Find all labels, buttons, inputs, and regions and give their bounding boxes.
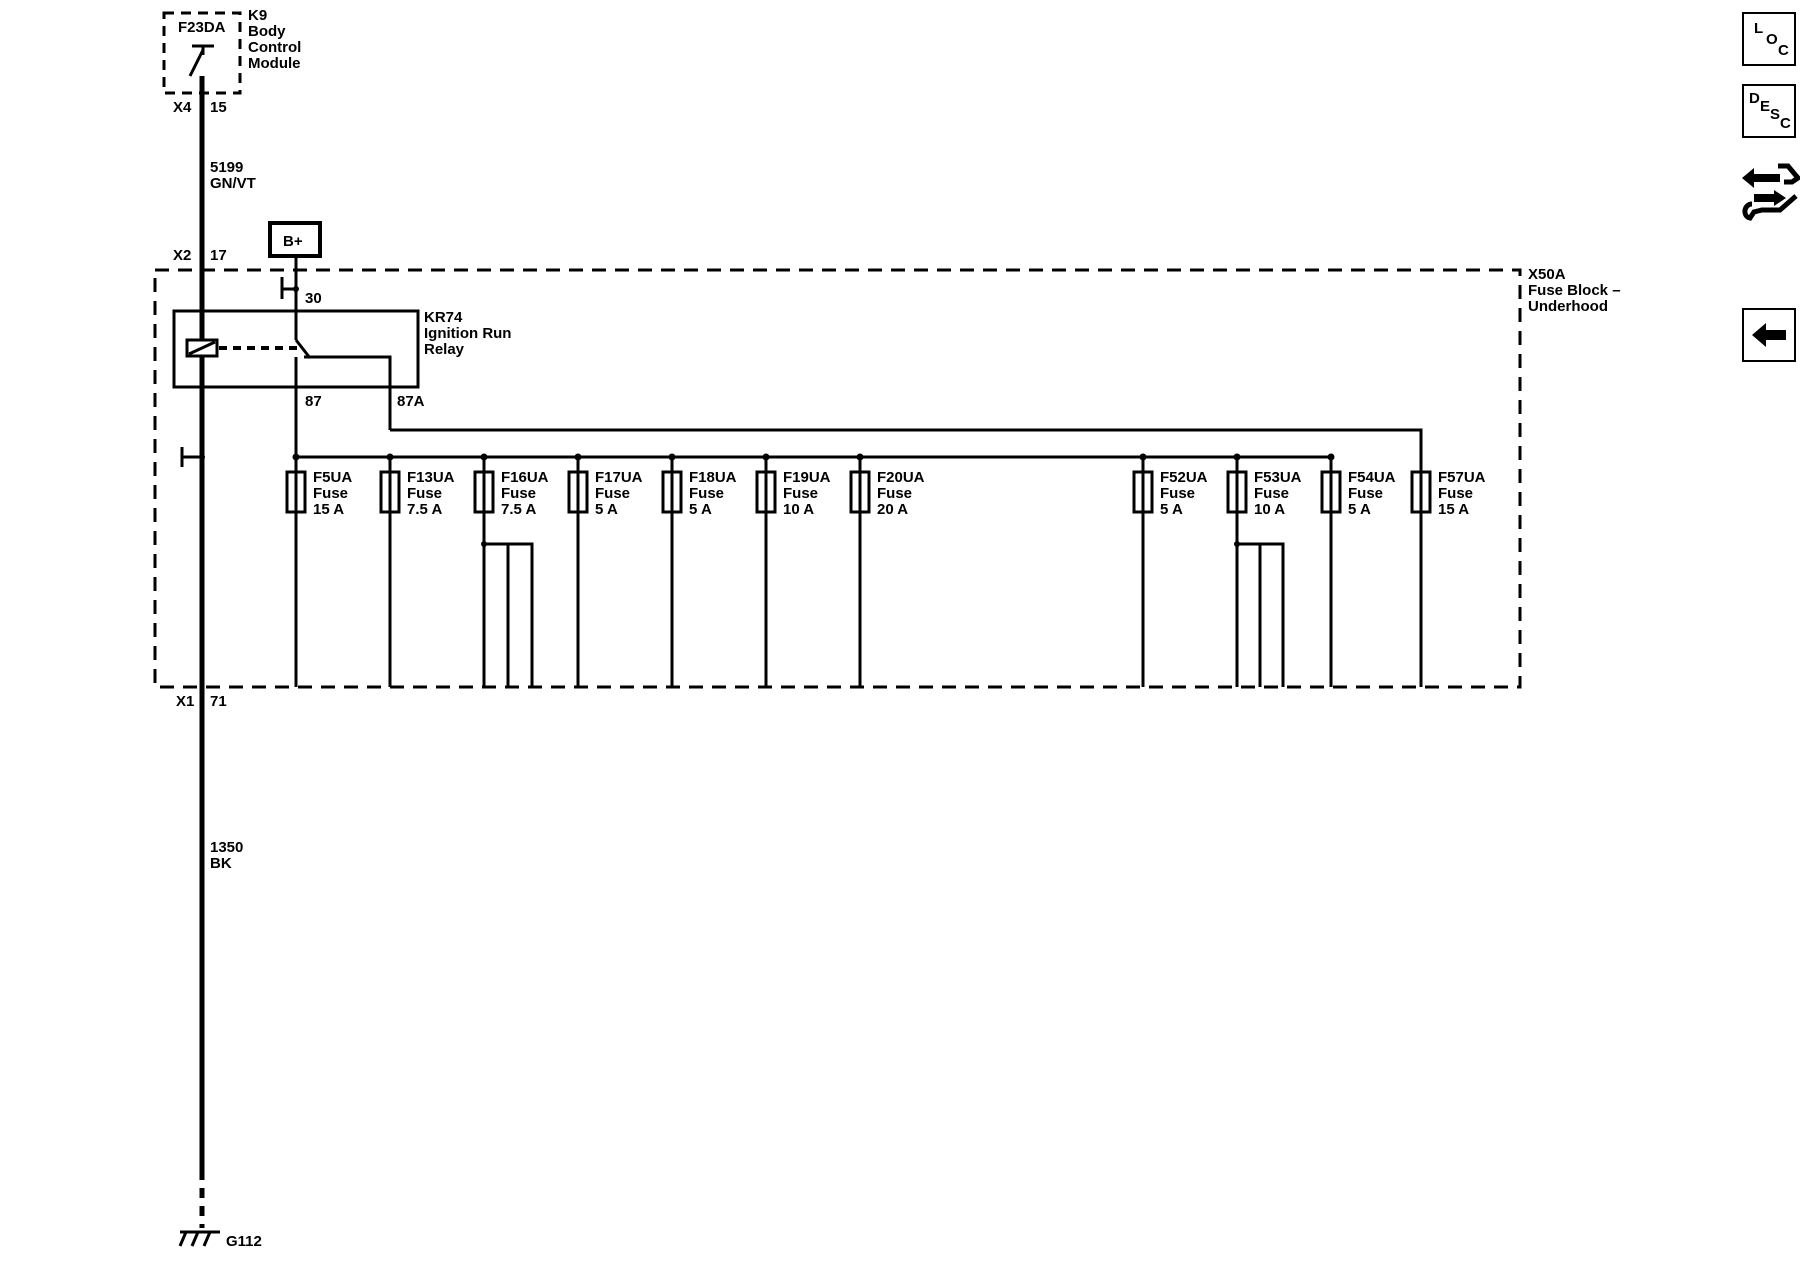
f16ua-splice-branches bbox=[484, 542, 534, 687]
relay-pin30-label: 30 bbox=[305, 290, 322, 307]
back-arrow-icon bbox=[1752, 323, 1786, 347]
fuse-rating-label: 10 A bbox=[1254, 501, 1285, 518]
fuse-id-label: F19UA bbox=[783, 469, 831, 486]
fuse-type-label: Fuse bbox=[877, 485, 912, 502]
fuse-type-label: Fuse bbox=[1438, 485, 1473, 502]
bus-node bbox=[574, 453, 582, 461]
fuse-rating-label: 7.5 A bbox=[407, 501, 442, 518]
connector-swap-icon[interactable] bbox=[1740, 158, 1800, 224]
pin-17-label: 17 bbox=[210, 247, 227, 264]
pin-71-label: 71 bbox=[210, 693, 227, 710]
bcm-switch-blade bbox=[188, 49, 205, 77]
fuse-rating-label: 15 A bbox=[313, 501, 344, 518]
bus-87a bbox=[390, 428, 1423, 475]
wire-1350-color: BK bbox=[210, 855, 232, 872]
fuse-block-outline bbox=[153, 268, 1522, 689]
fuse-rating-label: 10 A bbox=[783, 501, 814, 518]
x1-connector-symbol bbox=[180, 447, 202, 467]
relay-name-line1: Ignition Run bbox=[424, 325, 511, 342]
fuse-type-label: Fuse bbox=[1254, 485, 1289, 502]
loc-letter-o: O bbox=[1766, 31, 1778, 48]
fuse-rating-label: 20 A bbox=[877, 501, 908, 518]
relay-switch-blade bbox=[294, 339, 312, 359]
x1-connector-node bbox=[199, 454, 205, 460]
conn-x2-label: X2 bbox=[173, 247, 191, 264]
fuse-type-label: Fuse bbox=[501, 485, 536, 502]
relay-name-line2: Relay bbox=[424, 341, 465, 358]
ground-symbol bbox=[178, 1230, 220, 1247]
bus-node bbox=[856, 453, 864, 461]
relay-pin87-label: 87 bbox=[305, 393, 322, 410]
bus-node bbox=[668, 453, 676, 461]
wire-5199-color: GN/VT bbox=[210, 175, 256, 192]
fuse-type-label: Fuse bbox=[313, 485, 348, 502]
relay-coil-slash bbox=[188, 340, 216, 356]
fuse-rating-label: 15 A bbox=[1438, 501, 1469, 518]
fuse-id-label: F18UA bbox=[689, 469, 737, 486]
fuse-type-label: Fuse bbox=[595, 485, 630, 502]
fuse-id-label: F17UA bbox=[595, 469, 643, 486]
relay-pin87a-label: 87A bbox=[397, 393, 425, 410]
desc-letter-s: S bbox=[1770, 106, 1781, 123]
fuse-rating-label: 5 A bbox=[1160, 501, 1183, 518]
fuse-block-name-line2: Underhood bbox=[1528, 298, 1608, 315]
fuse-id-label: F54UA bbox=[1348, 469, 1396, 486]
desc-letter-e: E bbox=[1760, 98, 1771, 115]
relay-pin87a-wire bbox=[304, 355, 392, 430]
relay-ref: KR74 bbox=[424, 309, 463, 326]
f53ua-splice-branches bbox=[1237, 542, 1285, 687]
bcm-fuse-label: F23DA bbox=[178, 19, 226, 36]
bcm-ref: K9 bbox=[248, 7, 267, 24]
conn-x4-label: X4 bbox=[173, 99, 192, 116]
fuse-type-label: Fuse bbox=[1348, 485, 1383, 502]
f16ua-splice-node bbox=[481, 541, 487, 547]
bus-node bbox=[1233, 453, 1241, 461]
bus-node bbox=[1139, 453, 1147, 461]
fuse-rating-label: 5 A bbox=[689, 501, 712, 518]
description-button[interactable]: D E S C bbox=[1742, 84, 1796, 138]
desc-letter-c: C bbox=[1780, 115, 1791, 132]
f53ua-splice-node bbox=[1234, 541, 1240, 547]
bus-node bbox=[292, 453, 300, 461]
fuse-block-ref: X50A bbox=[1528, 266, 1566, 283]
fuse-id-label: F20UA bbox=[877, 469, 925, 486]
fuse-rating-label: 5 A bbox=[1348, 501, 1371, 518]
ground-label: G112 bbox=[226, 1233, 262, 1250]
bcm-name-line2: Control bbox=[248, 39, 301, 56]
wire-5199-circuit: 5199 bbox=[210, 159, 243, 176]
fuse-id-label: F57UA bbox=[1438, 469, 1486, 486]
fuse-type-label: Fuse bbox=[783, 485, 818, 502]
fuse-id-label: F13UA bbox=[407, 469, 455, 486]
bcm-name-line3: Module bbox=[248, 55, 301, 72]
loc-letter-l: L bbox=[1754, 20, 1764, 37]
fuse-type-label: Fuse bbox=[689, 485, 724, 502]
fuse-type-label: Fuse bbox=[1160, 485, 1195, 502]
bus-node bbox=[1327, 453, 1335, 461]
fuse-id-label: F53UA bbox=[1254, 469, 1302, 486]
bcm-name-line1: Body bbox=[248, 23, 286, 40]
desc-letter-d: D bbox=[1749, 90, 1760, 107]
bus-node bbox=[762, 453, 770, 461]
fuse-block-name-line1: Fuse Block – bbox=[1528, 282, 1621, 299]
fuse-type-label: Fuse bbox=[407, 485, 442, 502]
fuse-rating-label: 7.5 A bbox=[501, 501, 536, 518]
fuse-id-label: F16UA bbox=[501, 469, 549, 486]
wire-1350-circuit: 1350 bbox=[210, 839, 243, 856]
fuse-rating-label: 5 A bbox=[595, 501, 618, 518]
pin30-node bbox=[293, 286, 299, 292]
back-button[interactable] bbox=[1742, 308, 1796, 362]
fuse-id-label: F52UA bbox=[1160, 469, 1208, 486]
location-button[interactable]: L O C bbox=[1742, 12, 1796, 66]
conn-x1-label: X1 bbox=[176, 693, 194, 710]
bus-node bbox=[480, 453, 488, 461]
battery-positive-label: B+ bbox=[283, 233, 303, 250]
fuse-id-label: F5UA bbox=[313, 469, 352, 486]
bus-node bbox=[386, 453, 394, 461]
loc-letter-c: C bbox=[1778, 42, 1789, 59]
pin-15-label: 15 bbox=[210, 99, 227, 116]
